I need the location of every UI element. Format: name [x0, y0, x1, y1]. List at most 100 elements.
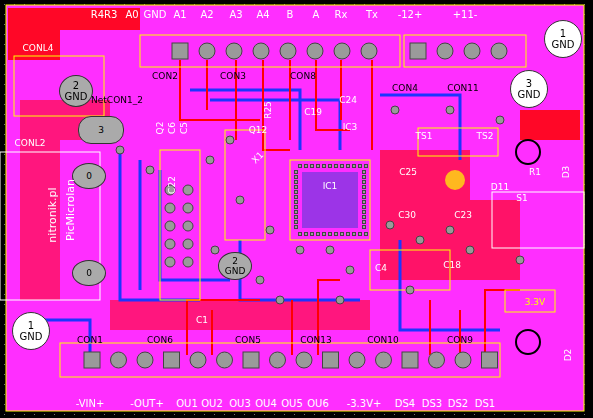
pad: [190, 352, 206, 368]
silkscreen-label: C5: [180, 122, 189, 134]
silkscreen-label: nitronik.pl: [47, 187, 58, 242]
mounting-hole: 0: [72, 260, 106, 286]
silkscreen-label: CON5: [235, 336, 261, 345]
hole-label: 2 GND: [63, 80, 89, 103]
pad: [183, 221, 193, 231]
pad: [363, 226, 366, 229]
silkscreen-label: A1: [173, 10, 186, 20]
pad: [363, 201, 366, 204]
silkscreen-label: -OUT+: [130, 399, 164, 409]
pad: [317, 233, 320, 236]
silkscreen-label: TS1: [416, 132, 433, 141]
silkscreen-label: A4: [256, 10, 269, 20]
silkscreen-label: D2: [564, 349, 573, 362]
pad: [402, 352, 418, 368]
pad: [280, 43, 296, 59]
pad: [363, 181, 366, 184]
silkscreen-label: Q12: [249, 126, 268, 135]
pad: [295, 221, 298, 224]
pad: [183, 257, 193, 267]
silkscreen-label: OU3: [229, 399, 251, 409]
mounting-hole: 1 GND: [12, 312, 50, 350]
silkscreen-label: CON6: [147, 336, 173, 345]
pad: [353, 233, 356, 236]
mounting-hole: 3 GND: [510, 70, 548, 108]
silkscreen-label: DS1: [475, 399, 495, 409]
pad: [361, 43, 377, 59]
pad: [334, 43, 350, 59]
silkscreen-label: A3: [229, 10, 242, 20]
pad: [347, 233, 350, 236]
mounting-hole: 2 GND: [218, 252, 252, 281]
pad: [317, 165, 320, 168]
silkscreen-label: A0: [125, 10, 138, 20]
pad: [111, 352, 127, 368]
pad: [446, 226, 454, 234]
pad: [329, 233, 332, 236]
pad: [416, 236, 424, 244]
pad: [253, 43, 269, 59]
pad: [429, 352, 445, 368]
silkscreen-label: R25: [264, 101, 273, 119]
silkscreen-label: C24: [339, 96, 357, 105]
hole-label: 2 GND: [222, 256, 248, 277]
pad: [323, 165, 326, 168]
pad: [226, 136, 234, 144]
pad: [363, 206, 366, 209]
silkscreen-label: IC1: [323, 182, 338, 191]
silkscreen-label: Rx: [335, 10, 348, 20]
pad: [266, 226, 274, 234]
pad: [341, 233, 344, 236]
pad: [363, 191, 366, 194]
pad: [335, 233, 338, 236]
mounting-hole: 1 GND: [544, 20, 582, 58]
silkscreen-label: OU4: [255, 399, 277, 409]
silkscreen-label: DS4: [395, 399, 415, 409]
pad: [295, 201, 298, 204]
pad: [466, 246, 474, 254]
silkscreen-label: OU1: [176, 399, 198, 409]
silkscreen-label: A2: [200, 10, 213, 20]
pad: [295, 216, 298, 219]
silkscreen-label: OU5: [281, 399, 303, 409]
pad: [172, 43, 188, 59]
silkscreen-label: C19: [304, 108, 322, 117]
silkscreen-label: CON13: [300, 336, 332, 345]
silkscreen-label: C25: [399, 168, 417, 177]
pad: [516, 256, 524, 264]
silkscreen-label: A: [313, 10, 320, 20]
silkscreen-label: R4R3: [91, 10, 118, 20]
silkscreen-label: C23: [454, 211, 472, 220]
pad: [299, 233, 302, 236]
silkscreen-label: CON11: [447, 84, 479, 93]
pad: [391, 106, 399, 114]
pad: [376, 352, 392, 368]
hole-label: 1 GND: [550, 28, 576, 51]
pad: [353, 165, 356, 168]
pad: [365, 165, 368, 168]
pad: [183, 239, 193, 249]
pad: [295, 171, 298, 174]
pad: [359, 233, 362, 236]
pad: [165, 203, 175, 213]
silkscreen-label: OU6: [307, 399, 329, 409]
pad: [164, 352, 180, 368]
silkscreen-label: NetCON1_2: [91, 96, 143, 105]
pad: [276, 296, 284, 304]
pad: [349, 352, 365, 368]
pad: [84, 352, 100, 368]
silkscreen-label: CON8: [290, 72, 316, 81]
pad: [491, 43, 507, 59]
pad: [437, 43, 453, 59]
hole-label: 1 GND: [18, 320, 44, 343]
pad: [335, 165, 338, 168]
pad: [295, 226, 298, 229]
pad: [199, 43, 215, 59]
pad: [365, 233, 368, 236]
silkscreen-label: Tx: [366, 10, 378, 20]
pad: [326, 246, 334, 254]
silkscreen-label: +11-: [453, 10, 478, 20]
pad: [363, 171, 366, 174]
pad: [363, 216, 366, 219]
